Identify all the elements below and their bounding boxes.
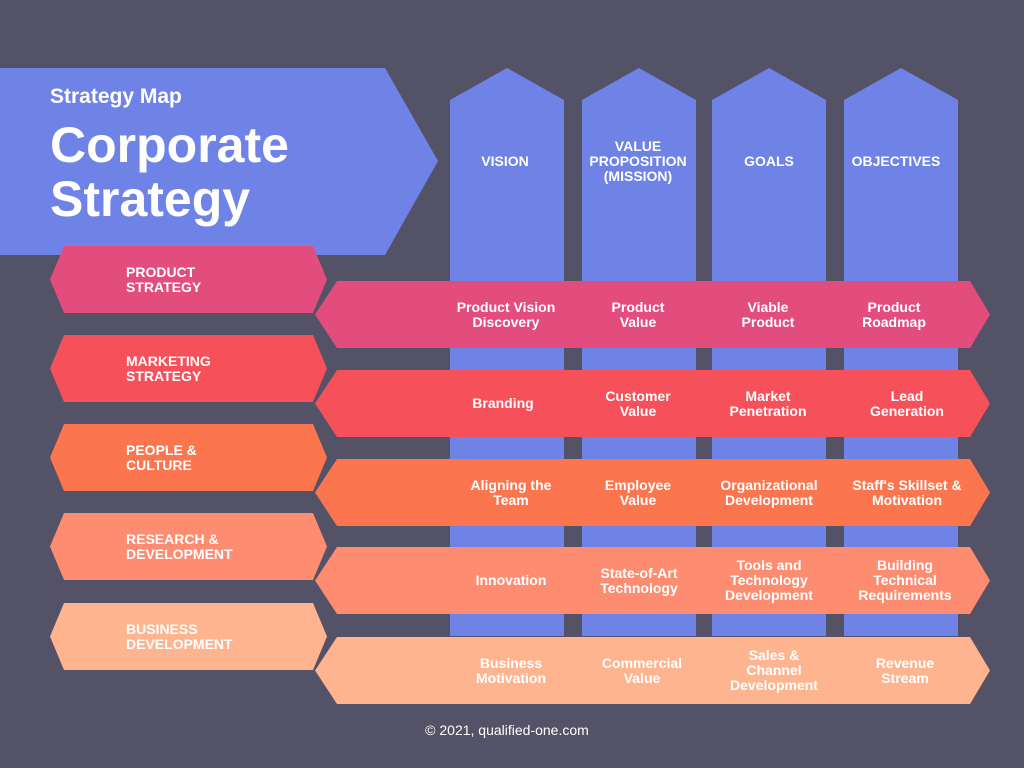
column-vision <box>450 68 564 636</box>
row-band-people-culture <box>315 459 990 526</box>
row-band-research-development <box>315 547 990 614</box>
cell-product-roadmap: Product Roadmap <box>862 298 926 330</box>
column-header-vision: VISION <box>481 152 529 169</box>
cell-building-technical-requirements: Building Technical Requirements <box>858 557 952 603</box>
cell-tools-technology-development: Tools and Technology Development <box>725 557 813 603</box>
row-label-product-strategy: PRODUCT STRATEGY <box>50 246 327 313</box>
cell-product-vision-discovery: Product Vision Discovery <box>456 298 556 330</box>
cell-business-motivation: Business Motivation <box>476 654 546 686</box>
cell-customer-value: Customer Value <box>605 387 671 419</box>
cell-sales-channel-development: Sales & Channel Development <box>730 647 818 693</box>
row-band-marketing-strategy <box>315 370 990 437</box>
cell-staff-skillset-motivation: Staff's Skillset & Motivation <box>852 476 962 508</box>
cell-innovation: Innovation <box>475 572 547 588</box>
row-band-business-development <box>315 637 990 704</box>
cell-lead-generation: Lead Generation <box>870 387 944 419</box>
cell-employee-value: Employee Value <box>604 476 672 508</box>
column-value-proposition <box>582 68 696 636</box>
cell-revenue-stream: Revenue Stream <box>875 654 935 686</box>
column-header-value-proposition: VALUE PROPOSITION (MISSION) <box>589 137 687 184</box>
cell-viable-product: Viable Product <box>741 298 795 330</box>
row-band-product-strategy <box>315 281 990 348</box>
cell-state-of-art-technology: State-of-Art Technology <box>600 564 678 596</box>
row-label-research-development: RESEARCH & DEVELOPMENT <box>50 513 327 580</box>
subtitle: Strategy Map <box>50 85 182 108</box>
title-banner <box>0 68 438 255</box>
column-header-goals: GOALS <box>744 152 794 169</box>
row-label-marketing-strategy: MARKETING STRATEGY <box>50 335 327 402</box>
copyright-footer: © 2021, qualified-one.com <box>425 722 589 738</box>
column-header-objectives: OBJECTIVES <box>851 152 941 169</box>
row-label-business-development: BUSINESS DEVELOPMENT <box>50 603 327 670</box>
cell-branding: Branding <box>472 395 534 411</box>
cell-market-penetration: Market Penetration <box>729 387 807 419</box>
cell-product-value: Product Value <box>611 298 665 330</box>
cell-organizational-development: Organizational Development <box>720 476 818 508</box>
row-label-people-culture: PEOPLE & CULTURE <box>50 424 327 491</box>
column-goals <box>712 68 826 636</box>
cell-commercial-value: Commercial Value <box>601 654 683 686</box>
column-objectives <box>844 68 958 636</box>
cell-aligning-the-team: Aligning the Team <box>470 476 552 508</box>
page-title: Corporate Strategy <box>50 117 289 227</box>
